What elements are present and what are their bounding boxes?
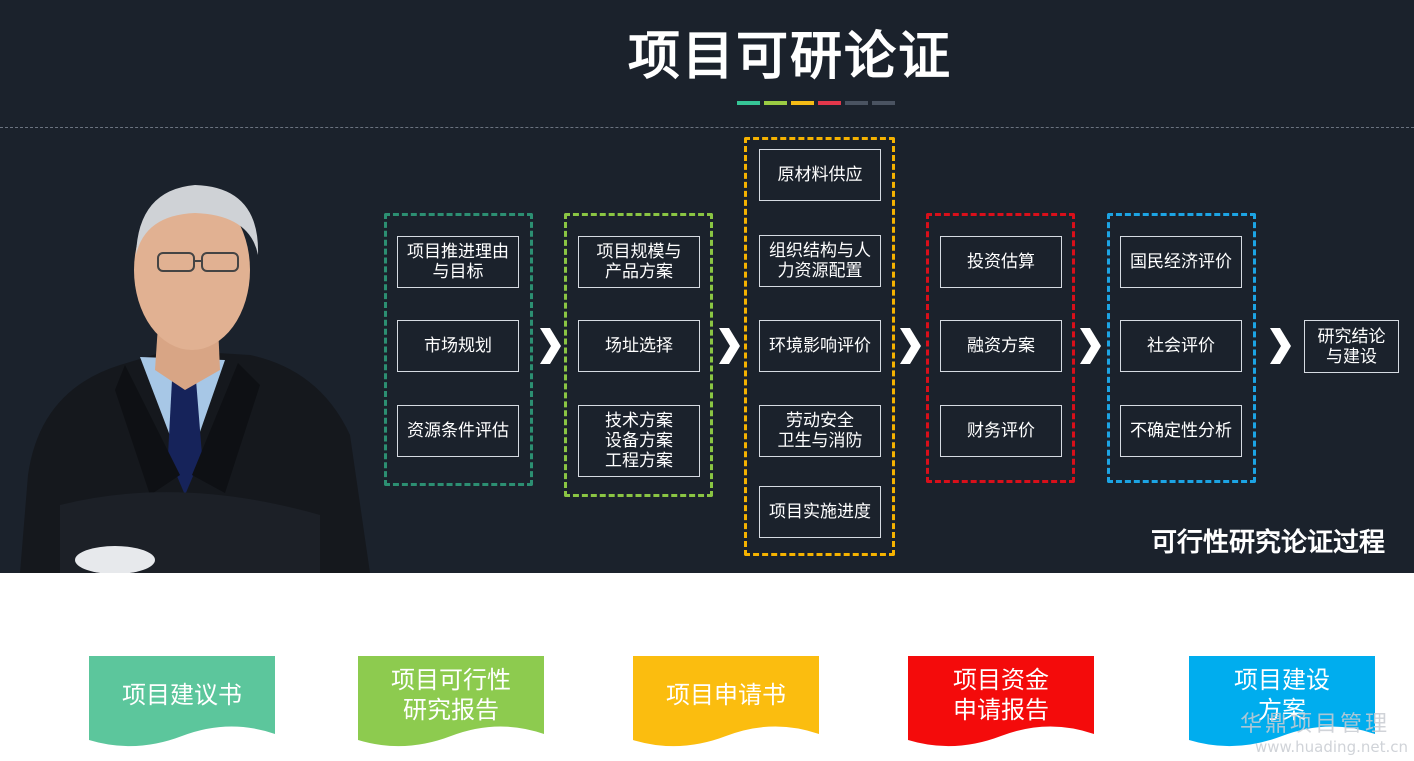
chevron-right-icon xyxy=(1270,328,1291,364)
document-shape xyxy=(1189,656,1375,747)
process-group-3 xyxy=(744,137,895,556)
process-step: 原材料供应 xyxy=(759,149,881,201)
process-step: 财务评价 xyxy=(940,405,1062,457)
process-step: 融资方案 xyxy=(940,320,1062,372)
process-step: 社会评价 xyxy=(1120,320,1242,372)
accent-segment xyxy=(791,101,814,105)
watermark: 华鼎项目管理 www.huading.net.cn xyxy=(1240,712,1414,756)
process-step: 资源条件评估 xyxy=(397,405,519,457)
accent-segment xyxy=(818,101,841,105)
process-conclusion: 研究结论 与建设 xyxy=(1304,320,1399,373)
document-label: 项目建设 方案 xyxy=(1234,666,1330,724)
process-group-1 xyxy=(384,213,533,486)
process-step: 劳动安全 卫生与消防 xyxy=(759,405,881,457)
process-step: 项目实施进度 xyxy=(759,486,881,538)
document-shape xyxy=(633,656,819,747)
process-step: 组织结构与人 力资源配置 xyxy=(759,235,881,287)
document-label: 项目申请书 xyxy=(666,681,786,709)
process-step: 不确定性分析 xyxy=(1120,405,1242,457)
process-step: 项目推进理由 与目标 xyxy=(397,236,519,288)
process-caption: 可行性研究论证过程 xyxy=(1150,528,1385,558)
accent-segment xyxy=(737,101,760,105)
process-step: 技术方案 设备方案 工程方案 xyxy=(578,405,700,477)
document-label: 项目可行性 研究报告 xyxy=(391,666,511,724)
process-step: 环境影响评价 xyxy=(759,320,881,372)
chevron-right-icon xyxy=(540,328,561,364)
dashed-divider xyxy=(0,127,1414,128)
process-step: 市场规划 xyxy=(397,320,519,372)
accent-segment xyxy=(764,101,787,105)
chevron-right-icon xyxy=(900,328,921,364)
process-step: 国民经济评价 xyxy=(1120,236,1242,288)
process-group-5 xyxy=(1107,213,1256,483)
process-group-2 xyxy=(564,213,713,497)
chevron-right-icon xyxy=(1080,328,1101,364)
watermark-url: www.huading.net.cn xyxy=(1254,738,1408,756)
process-step: 场址选择 xyxy=(578,320,700,372)
document-card: 项目建设 方案 xyxy=(1189,656,1375,750)
document-label: 项目建议书 xyxy=(122,681,242,709)
chevron-right-icon xyxy=(719,328,740,364)
document-card: 项目申请书 xyxy=(633,656,819,750)
document-shape xyxy=(89,656,275,747)
accent-color-bar xyxy=(737,101,895,105)
accent-segment xyxy=(845,101,868,105)
document-card: 项目建议书 xyxy=(89,656,275,750)
watermark-name: 华鼎项目管理 xyxy=(1240,712,1391,737)
businessman-image xyxy=(20,185,370,573)
document-card: 项目可行性 研究报告 xyxy=(358,656,544,750)
process-step: 投资估算 xyxy=(940,236,1062,288)
document-card: 项目资金 申请报告 xyxy=(908,656,1094,750)
document-shape xyxy=(908,656,1094,747)
process-step: 项目规模与 产品方案 xyxy=(578,236,700,288)
page-title: 项目可研论证 xyxy=(627,27,952,87)
document-shape xyxy=(358,656,544,747)
process-group-4 xyxy=(926,213,1075,483)
document-label: 项目资金 申请报告 xyxy=(953,666,1049,724)
accent-segment xyxy=(872,101,895,105)
